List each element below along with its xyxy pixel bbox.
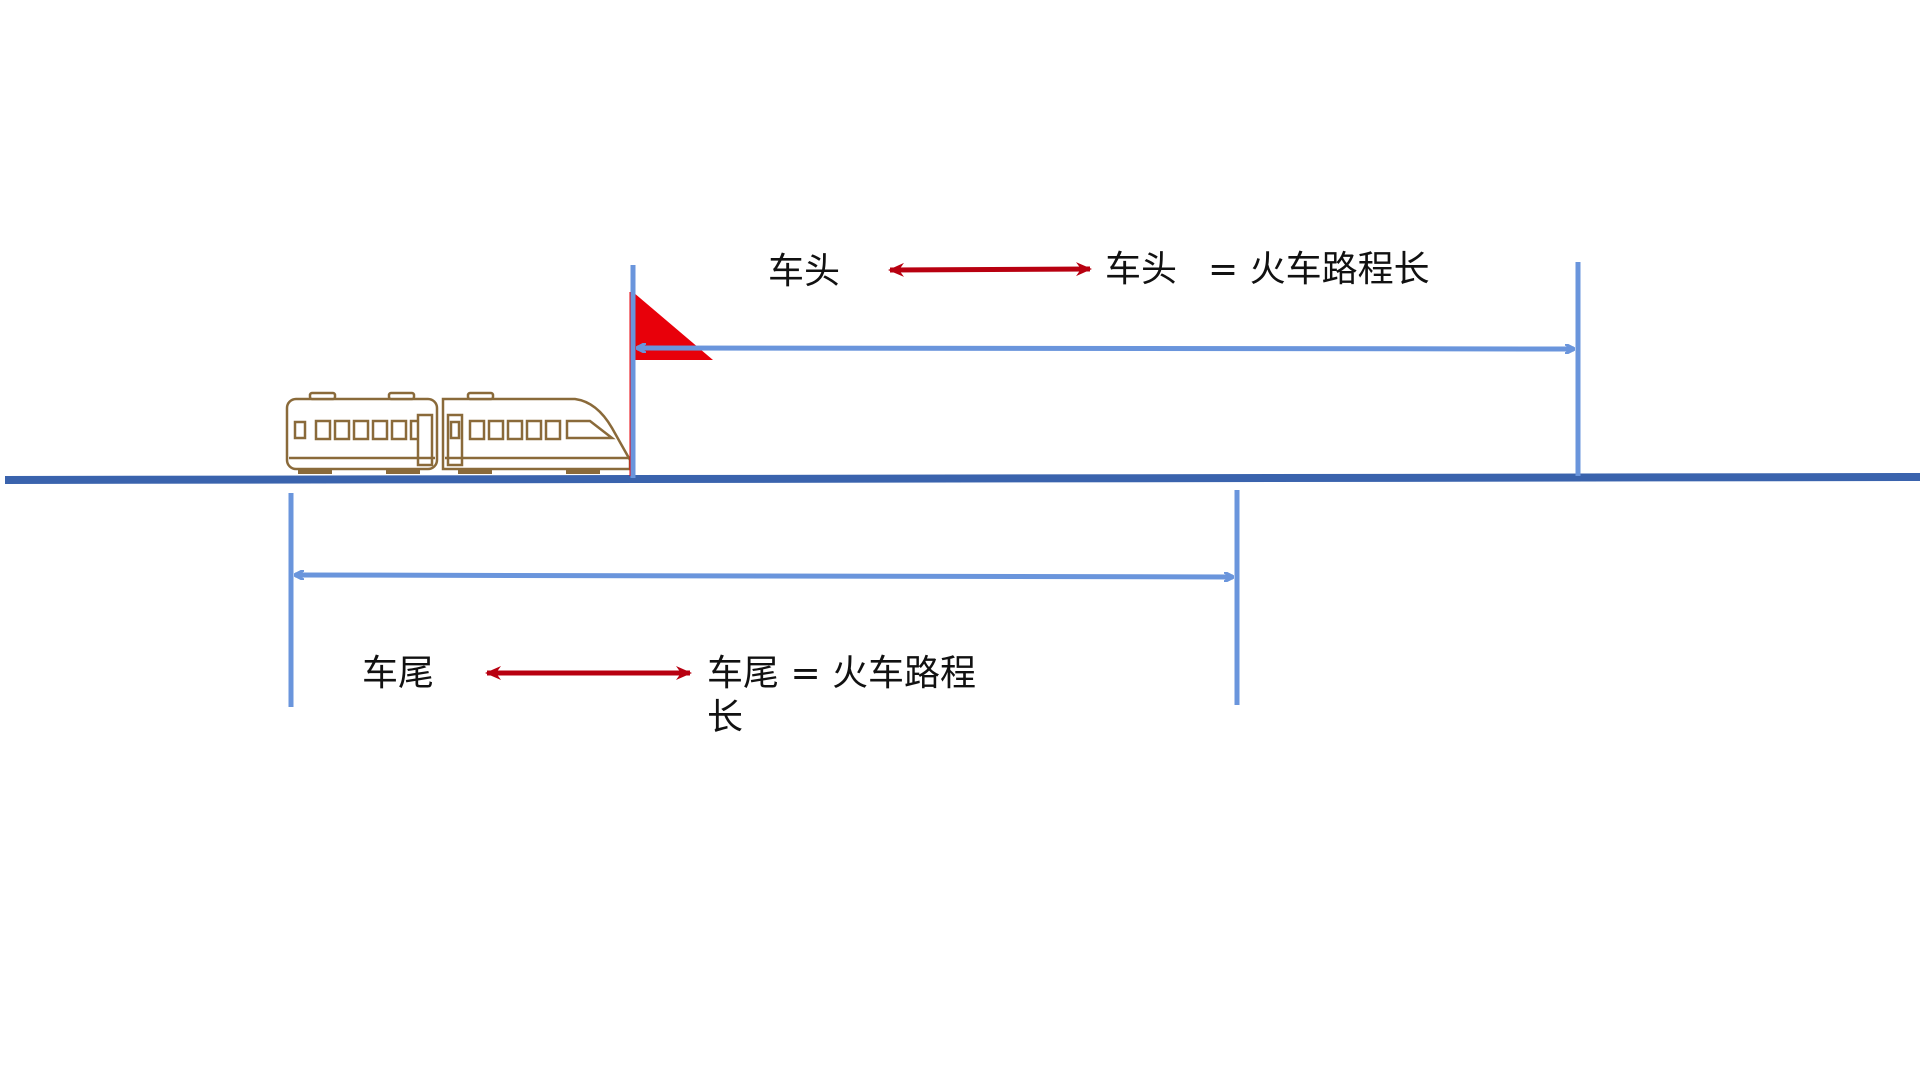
top-red-double-arrow (888, 262, 1092, 277)
top-left-label: 车头 (768, 251, 841, 292)
bottom-left-label: 车尾 (362, 653, 435, 694)
bottom-right-label: 车尾 (707, 653, 780, 694)
top-right-label: 车头 (1105, 249, 1178, 290)
bottom-equation-label: 车尾 = 火车路程长 (707, 652, 987, 740)
top-equation-label: = 火车路程长 (1208, 249, 1430, 290)
bottom-distance-arrow (295, 575, 1233, 577)
top-distance-arrow (637, 348, 1574, 349)
flag-icon (629, 292, 713, 476)
bottom-equation-text: = 火车路程长 (707, 653, 977, 738)
track-line (4, 473, 1920, 484)
train-icon (285, 391, 632, 474)
